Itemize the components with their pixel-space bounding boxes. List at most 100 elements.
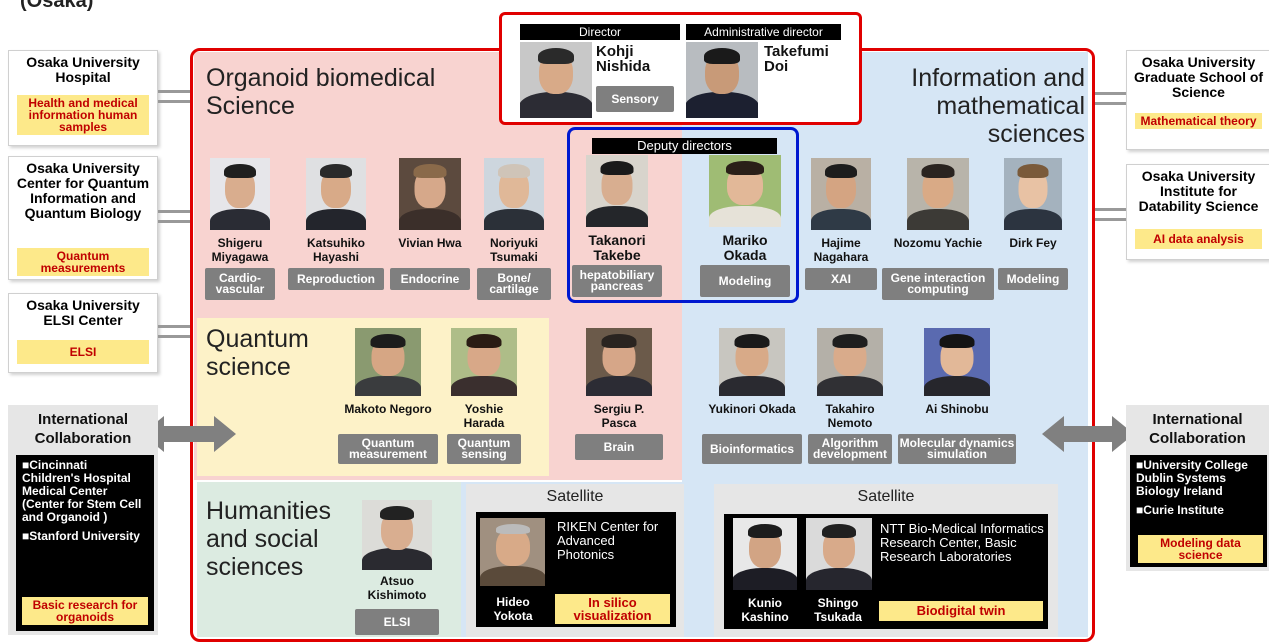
member-photo — [1004, 158, 1062, 230]
humanities-person-name: Atsuo Kishimoto — [367, 574, 427, 602]
member-photo — [586, 155, 648, 227]
right-box-science-title: Osaka University Graduate School of Scie… — [1133, 54, 1264, 100]
left-box-elsi-center-title: Osaka University ELSI Center — [26, 297, 140, 328]
admin-director-label: Administrative director — [686, 24, 841, 40]
humanities-title: Humanities and social sciences — [206, 497, 332, 581]
satellite-1-person: Hideo Yokota — [493, 595, 533, 623]
member-name: Mariko Okada — [722, 232, 768, 263]
member-photo — [817, 328, 883, 396]
member-name: Shigeru Miyagawa — [211, 236, 269, 264]
member-badge: Algorithm development — [808, 434, 892, 464]
director-badge: Sensory — [596, 86, 674, 112]
intl-right-title: International Collaboration — [1149, 411, 1246, 447]
organoid-title: Organoid biomedical Science — [206, 64, 436, 120]
intl-right-item-1: ■University College Dublin Systems Biolo… — [1136, 458, 1248, 498]
intl-right: International Collaboration ■University … — [1126, 405, 1269, 571]
member-badge: Reproduction — [288, 268, 384, 290]
satellite-2-photo-2 — [806, 518, 872, 590]
member-badge: Modeling — [998, 268, 1068, 290]
corner-label: (Osaka) — [20, 0, 94, 12]
member-badge: Quantum measurement — [338, 434, 438, 464]
satellite-1-photo — [480, 518, 545, 586]
info-title: Information and mathematical sciences — [911, 64, 1085, 148]
right-connector-2a — [1095, 208, 1126, 211]
right-box-datability: Osaka University Institute for Databilit… — [1126, 164, 1269, 260]
left-connector-1b — [158, 100, 190, 103]
intl-left-badge: Basic research for organoids — [22, 597, 148, 625]
member-photo — [355, 328, 421, 396]
member-name: Yoshie Harada — [463, 402, 505, 430]
left-box-hospital: Osaka University Hospital Health and med… — [8, 50, 158, 146]
intl-left-item-1: ■Cincinnati Children's Hospital Medical … — [22, 458, 142, 524]
member-photo — [484, 158, 544, 230]
satellite-2-badge: Biodigital twin — [879, 601, 1043, 621]
right-double-arrow-icon — [1042, 416, 1134, 452]
member-name: Takanori Takebe — [588, 232, 646, 263]
member-photo — [399, 158, 461, 230]
satellite-2-badge-text: Biodigital twin — [916, 603, 1006, 618]
member-photo — [924, 328, 990, 396]
satellite-2-person-2: Shingo Tsukada — [814, 596, 862, 624]
member-name: Takahiro Nemoto — [825, 402, 875, 430]
member-name: Makoto Negoro — [344, 402, 432, 416]
right-box-science: Osaka University Graduate School of Scie… — [1126, 50, 1269, 150]
admin-director-photo — [686, 42, 758, 118]
satellite-1-badge: In silico visualization — [555, 594, 670, 624]
satellite-2-org: NTT Bio-Medical Informatics Research Cen… — [880, 521, 1044, 564]
member-name: Dirk Fey — [1009, 236, 1057, 250]
satellite-1-badge-text: In silico visualization — [573, 595, 652, 623]
left-connector-1a — [158, 90, 190, 93]
left-connector-3b — [158, 335, 190, 338]
quantum-title: Quantum science — [206, 325, 309, 381]
member-name: Vivian Hwa — [398, 236, 462, 250]
left-connector-3a — [158, 325, 190, 328]
director-label: Director — [520, 24, 680, 40]
member-name: Yukinori Okada — [708, 402, 796, 416]
director-photo — [520, 42, 592, 118]
member-badge: XAI — [805, 268, 877, 290]
member-photo — [719, 328, 785, 396]
member-photo — [306, 158, 366, 230]
satellite-1-title: Satellite — [546, 488, 604, 505]
admin-director-name: Takefumi Doi — [764, 43, 829, 75]
member-badge: Bioinformatics — [702, 434, 802, 464]
right-box-datability-badge: AI data analysis — [1135, 229, 1262, 249]
member-badge: Bone/ cartilage — [477, 268, 551, 300]
intl-right-badge: Modeling data science — [1138, 535, 1263, 563]
member-name: Ai Shinobu — [925, 402, 989, 416]
intl-right-item-2: ■Curie Institute — [1136, 503, 1224, 517]
member-name: Katsuhiko Hayashi — [306, 236, 365, 264]
left-connector-2b — [158, 220, 190, 223]
satellite-2-photo-1 — [733, 518, 797, 590]
left-box-quantum-center-badge: Quantum measurements — [17, 248, 149, 276]
member-name: Sergiu P. Pasca — [593, 402, 645, 430]
member-badge: Quantum sensing — [447, 434, 521, 464]
member-badge: hepatobiliary pancreas — [572, 265, 662, 297]
satellite-2-person-1: Kunio Kashino — [741, 596, 789, 624]
left-box-elsi-center: Osaka University ELSI Center ELSI — [8, 293, 158, 373]
intl-left: International Collaboration ■Cincinnati … — [8, 405, 158, 635]
left-box-elsi-center-badge: ELSI — [17, 340, 149, 364]
left-box-quantum-center-title: Osaka University Center for Quantum Info… — [16, 160, 150, 221]
member-photo — [210, 158, 270, 230]
member-name: Noriyuki Tsumaki — [489, 236, 538, 264]
deputy-box — [567, 127, 799, 303]
member-name: Hajime Nagahara — [813, 236, 869, 264]
left-double-arrow-icon — [142, 416, 236, 452]
director-name: Kohji Nishida — [596, 43, 651, 75]
member-badge: Modeling — [700, 265, 790, 297]
member-photo — [907, 158, 969, 230]
member-badge: Brain — [575, 434, 663, 460]
left-box-hospital-title: Osaka University Hospital — [26, 54, 140, 85]
satellite-1-org: RIKEN Center for Advanced Photonics — [557, 519, 659, 562]
right-connector-1b — [1095, 102, 1126, 105]
intl-left-item-2: ■Stanford University — [22, 529, 140, 543]
humanities-person-badge: ELSI — [355, 609, 439, 635]
right-box-datability-title: Osaka University Institute for Databilit… — [1138, 168, 1259, 214]
member-photo — [709, 155, 781, 227]
right-connector-1a — [1095, 92, 1126, 95]
right-connector-2b — [1095, 218, 1126, 221]
left-box-quantum-center: Osaka University Center for Quantum Info… — [8, 156, 158, 280]
member-name: Nozomu Yachie — [893, 236, 983, 250]
right-box-science-badge: Mathematical theory — [1135, 113, 1262, 129]
